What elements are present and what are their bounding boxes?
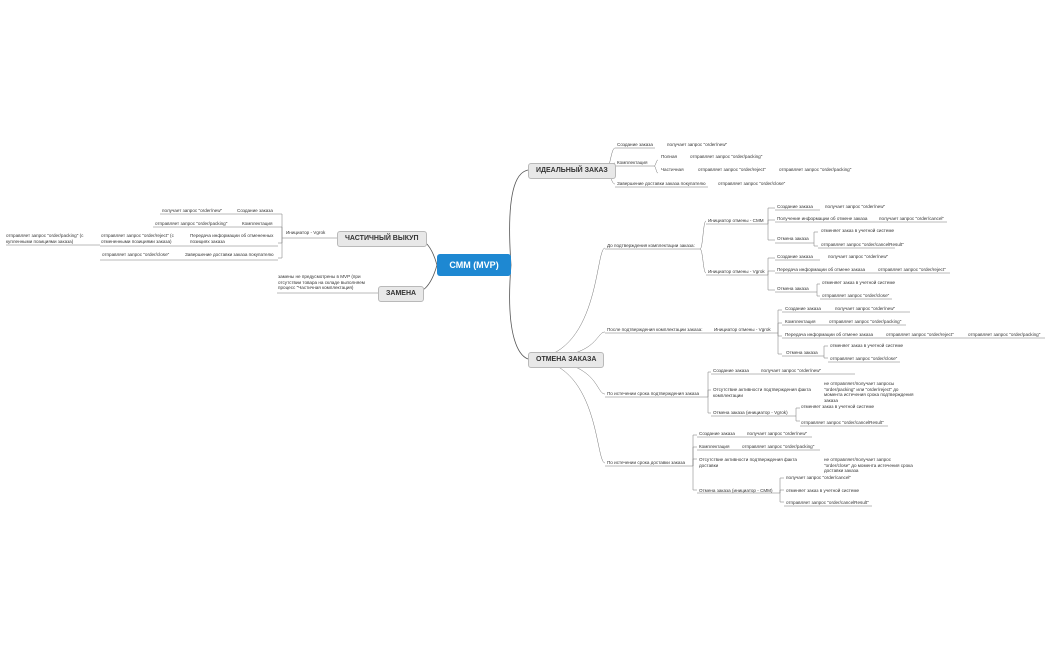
after-create-req[interactable]: получает запрос "order/new" xyxy=(835,306,896,311)
before-smm-cancel[interactable]: Отмена заказа xyxy=(777,236,809,241)
delivery-expired-label[interactable]: По истечении срока доставки заказа xyxy=(607,460,686,465)
de-absence[interactable]: Отсутствие активности подтверждения факт… xyxy=(699,457,797,468)
before-vgrok-cancel-a[interactable]: отменяет заказ в учетной системе xyxy=(822,280,896,285)
ce-cancel[interactable]: Отмена заказа (инициатор - Vgrok) xyxy=(713,410,788,415)
ce-cancel-a[interactable]: отменяет заказ в учетной системе xyxy=(801,404,875,409)
before-smm-info[interactable]: Получение информации об отмене заказа xyxy=(777,216,868,221)
partial-init[interactable]: Инициатор - Vgrok xyxy=(286,230,326,235)
after-cancel-b[interactable]: отправляет запрос "order/close" xyxy=(830,356,898,361)
after-cancel-a[interactable]: отменяет заказ в учетной системе xyxy=(830,343,904,348)
before-vgrok-cancel[interactable]: Отмена заказа xyxy=(777,286,809,291)
topic-replacement[interactable]: ЗАМЕНА xyxy=(378,286,425,302)
ce-cancel-b[interactable]: отправляет запрос "order/cancelResult" xyxy=(801,420,884,425)
branch-cancel xyxy=(509,264,529,360)
replace-note[interactable]: замены не предусмотрены в MVP (при отсут… xyxy=(278,274,365,291)
partial-finish-req[interactable]: отправляет запрос "order/close" xyxy=(102,252,170,257)
partial-transfer[interactable]: Передача информации об отмененных позици… xyxy=(190,233,274,244)
partial-finish[interactable]: Завершение доставки заказа покупателю xyxy=(185,252,274,257)
de-create[interactable]: Создание заказа xyxy=(699,431,735,436)
ideal-partial[interactable]: Частичная xyxy=(661,167,684,172)
ideal-create[interactable]: Создание заказа xyxy=(617,142,653,147)
de-cancel-c[interactable]: отправляет запрос "order/cancelResult" xyxy=(786,500,869,505)
after-create[interactable]: Создание заказа xyxy=(785,306,821,311)
before-smm-cancel-a[interactable]: отменяет заказ в учетной системе xyxy=(821,228,895,233)
after-info-req2[interactable]: отправляет запрос "order/packing" xyxy=(968,332,1041,337)
partial-transfer-req2[interactable]: отправляет запрос "order/packing" (с куп… xyxy=(6,233,84,244)
de-cancel-b[interactable]: отменяет заказ в учетной системе xyxy=(786,488,860,493)
ideal-finish-req[interactable]: отправляет запрос "order/close" xyxy=(718,181,786,186)
de-packing-req[interactable]: отправляет запрос "order/packing" xyxy=(742,444,815,449)
after-info[interactable]: Передача информации об отмене заказа xyxy=(785,332,874,337)
cancel-before-label[interactable]: До подтверждения комплектации заказа: xyxy=(607,243,695,248)
before-vgrok-info-req[interactable]: отправляет запрос "order/reject" xyxy=(878,267,946,272)
before-vgrok-info[interactable]: Передача информации об отмене заказа xyxy=(777,267,866,272)
before-smm-info-req[interactable]: получает запрос "order/cancel" xyxy=(879,216,945,221)
before-vgrok-init[interactable]: Инициатор отмены - Vgrok xyxy=(708,269,765,274)
ce-create[interactable]: Создание заказа xyxy=(713,368,749,373)
before-vgrok-create-req[interactable]: получает запрос "order/new" xyxy=(828,254,889,259)
partial-create[interactable]: Создание заказа xyxy=(237,208,273,213)
cancel-after-label[interactable]: После подтверждения комплектации заказа: xyxy=(607,327,703,332)
before-vgrok-create[interactable]: Создание заказа xyxy=(777,254,813,259)
ideal-partial-req1[interactable]: отправляет запрос "order/reject" xyxy=(698,167,766,172)
central-topic[interactable]: СММ (MVP) xyxy=(437,254,511,276)
de-packing[interactable]: Комплектация xyxy=(699,444,730,449)
ideal-finish[interactable]: Завершение доставки заказа покупателю xyxy=(617,181,706,186)
after-init[interactable]: Инициатор отмены - Vgrok xyxy=(714,327,771,332)
before-smm-init[interactable]: Инициатор отмены - СММ xyxy=(708,218,764,223)
before-vgrok-cancel-b[interactable]: отправляет запрос "order/close" xyxy=(822,293,890,298)
confirm-expired-label[interactable]: По истечении срока подтверждения заказа xyxy=(607,391,700,396)
after-info-req1[interactable]: отправляет запрос "order/reject" xyxy=(886,332,954,337)
ce-create-req[interactable]: получает запрос "order/new" xyxy=(761,368,822,373)
ideal-create-req[interactable]: получает запрос "order/new" xyxy=(667,142,728,147)
after-packing[interactable]: Комплектация xyxy=(785,319,816,324)
ce-absence-note[interactable]: не отправляет/получает запросы "order/pa… xyxy=(824,381,914,403)
de-absence-note[interactable]: не отправляет/получает запрос "order/clo… xyxy=(824,457,913,474)
ideal-full[interactable]: Полная xyxy=(661,154,678,159)
ideal-partial-req2[interactable]: отправляет запрос "order/packing" xyxy=(779,167,852,172)
topic-cancel-order[interactable]: ОТМЕНА ЗАКАЗА xyxy=(528,352,605,368)
de-cancel-a[interactable]: получает запрос "order/cancel" xyxy=(786,475,852,480)
partial-transfer-req[interactable]: отправляет запрос "order/reject" (с отме… xyxy=(101,233,174,244)
before-smm-cancel-b[interactable]: отправляет запрос "order/cancelResult" xyxy=(821,242,904,247)
ideal-full-req[interactable]: отправляет запрос "order/packing" xyxy=(690,154,763,159)
after-packing-req[interactable]: отправляет запрос "order/packing" xyxy=(829,319,902,324)
ce-absence[interactable]: Отсутствие активности подтверждения факт… xyxy=(713,387,811,398)
topic-partial-redemption[interactable]: ЧАСТИЧНЫЙ ВЫКУП xyxy=(337,231,427,247)
ideal-packing[interactable]: Комплектация xyxy=(617,160,648,165)
branch-ideal xyxy=(509,169,529,266)
de-create-req[interactable]: получает запрос "order/new" xyxy=(747,431,808,436)
partial-packing[interactable]: Комплектация xyxy=(242,221,273,226)
after-cancel[interactable]: Отмена заказа xyxy=(786,350,818,355)
de-cancel[interactable]: Отмена заказа (инициатор - СММ) xyxy=(699,488,773,493)
partial-packing-req[interactable]: отправляет запрос "order/packing" xyxy=(155,221,228,226)
before-smm-create[interactable]: Создание заказа xyxy=(777,204,813,209)
partial-create-req[interactable]: получает запрос "order/new" xyxy=(162,208,223,213)
before-smm-create-req[interactable]: получает запрос "order/new" xyxy=(825,204,886,209)
topic-ideal-order[interactable]: ИДЕАЛЬНЫЙ ЗАКАЗ xyxy=(528,163,616,179)
